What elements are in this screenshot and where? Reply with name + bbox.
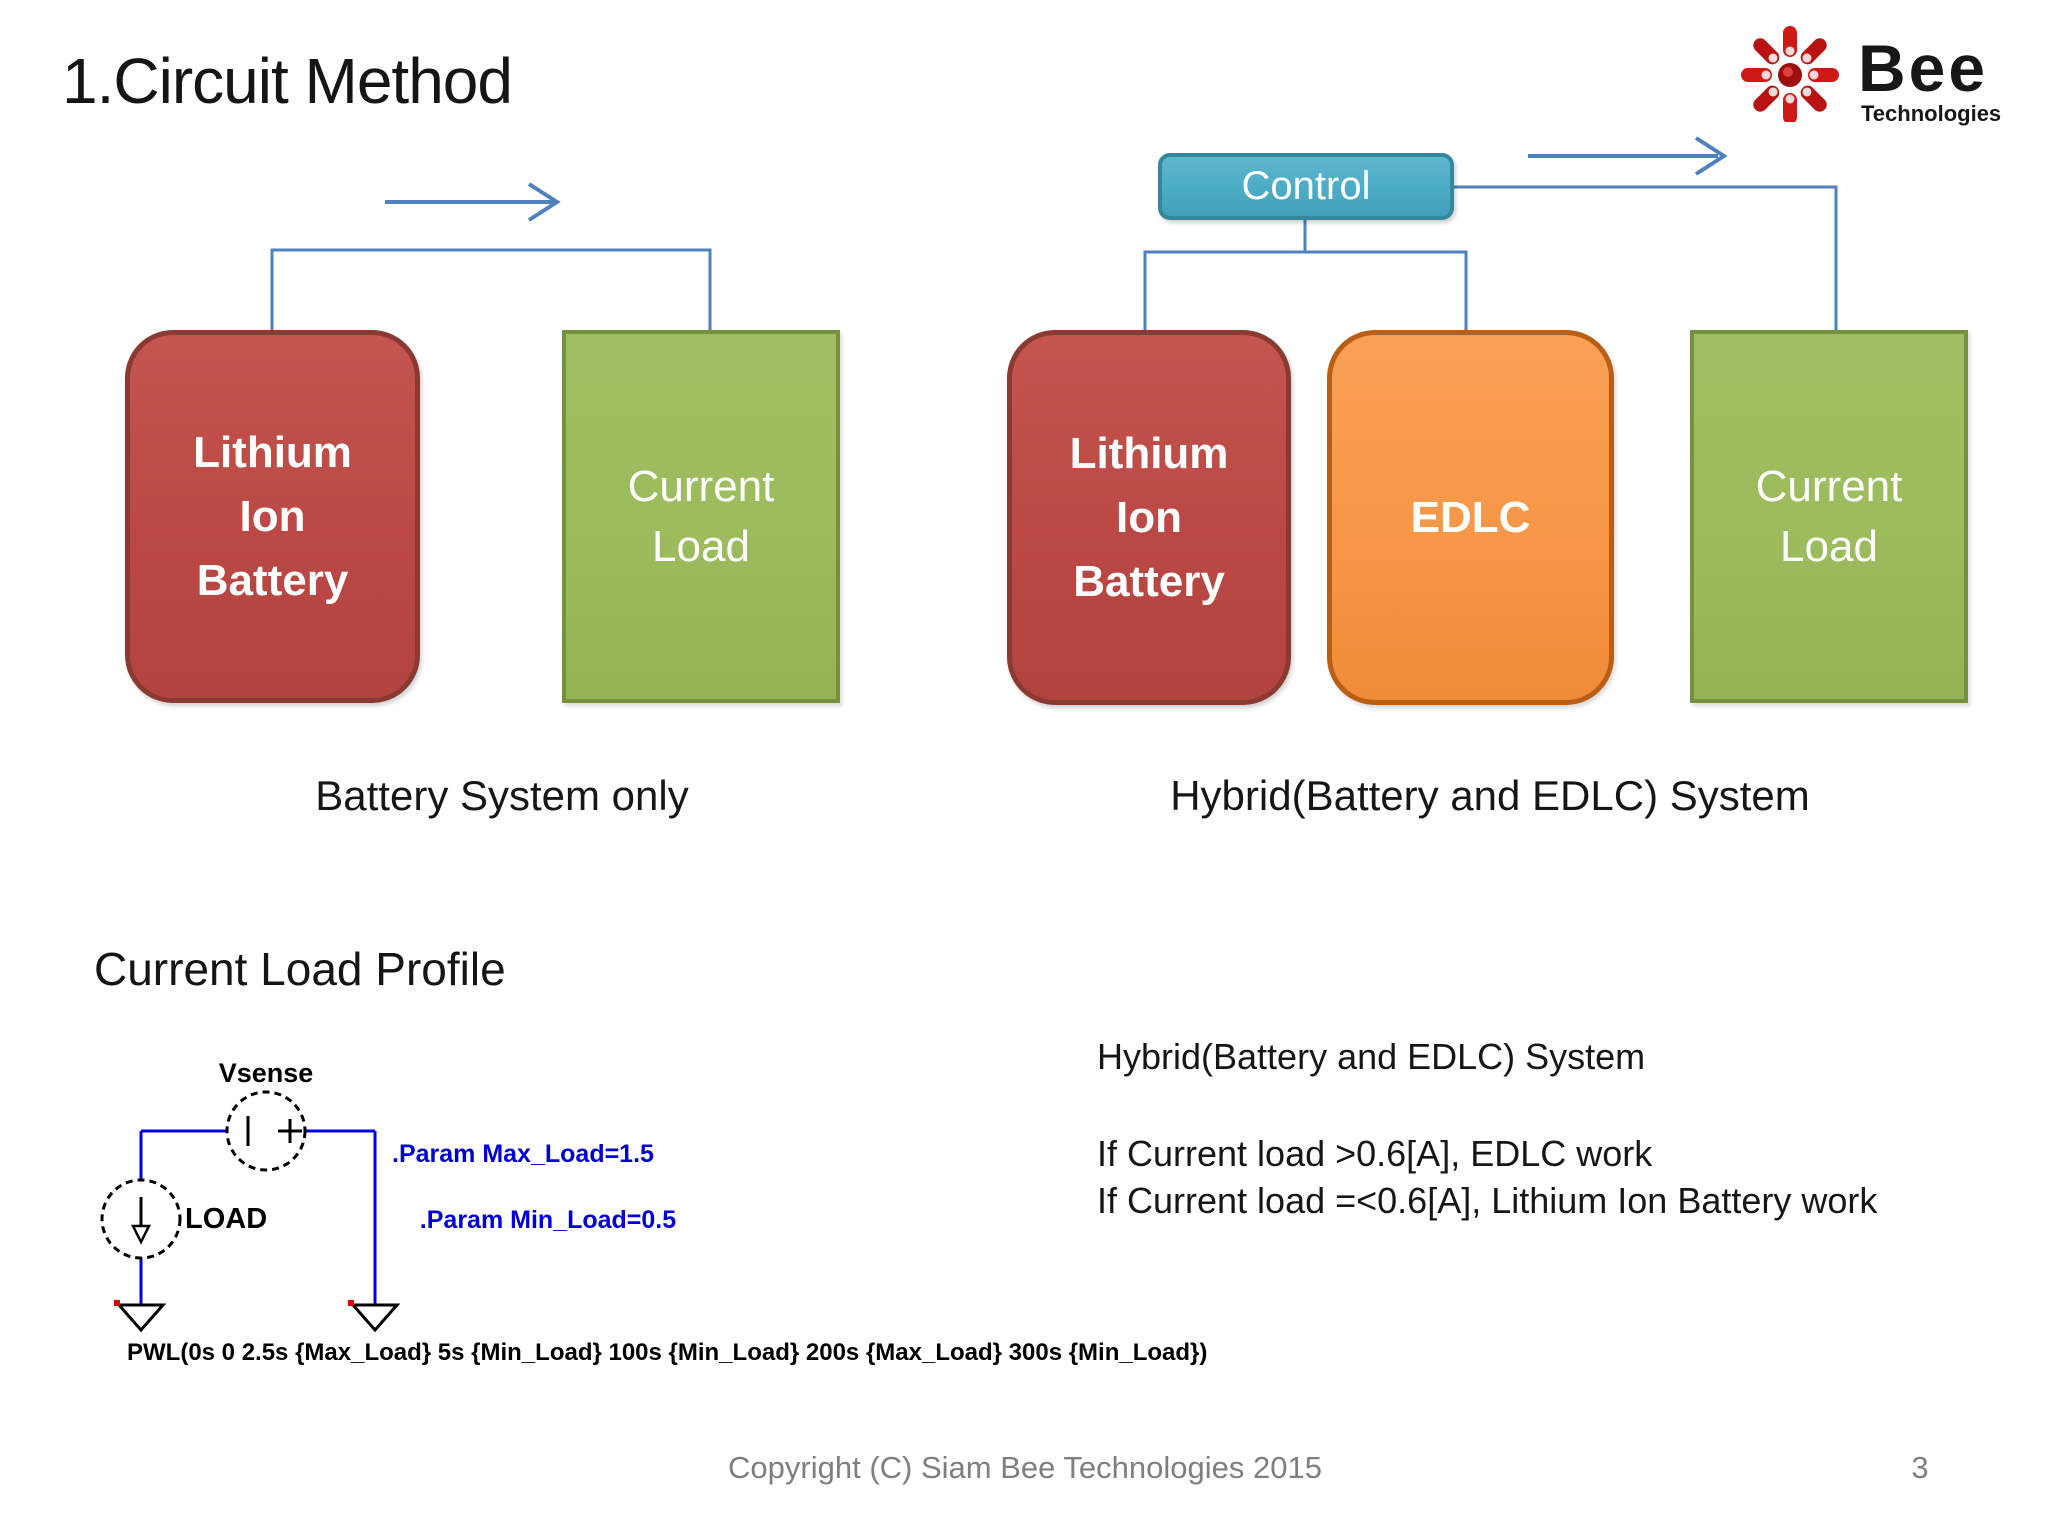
current-load-box-left: Current Load [562, 330, 840, 703]
hybrid-system-connector-line [1143, 250, 1468, 330]
battery-system-connector-line [270, 248, 712, 330]
pin-marker-left [114, 1300, 120, 1306]
notes-heading: Hybrid(Battery and EDLC) System [1097, 1036, 1646, 1077]
vsense-label: Vsense [218, 1058, 314, 1088]
page-title: 1.Circuit Method [62, 45, 513, 117]
pwl-statement: PWL(0s 0 2.5s {Max_Load} 5s {Min_Load} 1… [127, 1339, 1208, 1366]
hybrid-system-caption: Hybrid(Battery and EDLC) System [1170, 772, 1810, 819]
current-load-right-line2: Load [1780, 521, 1878, 571]
current-load-box-right: Current Load [1690, 330, 1968, 703]
param-max-load: .Param Max_Load=1.5 [392, 1140, 654, 1168]
battery-box-left-line3: Battery [196, 555, 349, 605]
load-label: LOAD [185, 1203, 268, 1235]
logo-brand-text: Bee [1858, 31, 1989, 105]
page-number: 3 [1911, 1450, 1929, 1485]
vsense-plus-terminal [278, 1119, 302, 1143]
bee-pinwheel-icon [1741, 26, 1839, 124]
logo-subtitle-text: Technologies [1861, 101, 2002, 126]
load-arrowhead [130, 1224, 152, 1245]
battery-box-right-line1: Lithium [1069, 428, 1229, 478]
hybrid-system-flow-arrowhead [1694, 136, 1728, 176]
current-load-left-line2: Load [652, 521, 750, 571]
edlc-box: EDLC [1327, 330, 1614, 705]
battery-box-right: Lithium Ion Battery [1007, 330, 1291, 705]
ground-symbol-left [115, 1303, 167, 1333]
current-load-left-line1: Current [627, 461, 775, 511]
control-box-label: Control [1241, 164, 1371, 208]
spice-param-directives: .Param Max_Load=1.5 .Param Min_Load=0.5 [392, 1138, 676, 1237]
battery-system-flow-arrowhead [527, 182, 561, 222]
ground-symbol-right [349, 1303, 401, 1333]
battery-box-right-line3: Battery [1073, 556, 1225, 606]
notes-rule-battery: If Current load =<0.6[A], Lithium Ion Ba… [1097, 1180, 1878, 1221]
battery-box-left-line2: Ion [239, 491, 306, 541]
notes-rule-edlc: If Current load >0.6[A], EDLC work [1097, 1133, 1653, 1174]
control-to-load-line [1453, 185, 1838, 330]
vsense-source-circle [225, 1090, 307, 1172]
bee-technologies-logo: Bee Technologies [1740, 22, 2040, 127]
edlc-box-label: EDLC [1410, 492, 1531, 542]
current-load-right-line1: Current [1755, 461, 1903, 511]
pin-marker-right [348, 1300, 354, 1306]
battery-system-caption: Battery System only [315, 772, 689, 819]
param-min-load: .Param Min_Load=0.5 [419, 1206, 677, 1234]
battery-box-left-line1: Lithium [193, 427, 352, 477]
control-box: Control [1158, 153, 1454, 220]
battery-box-left: Lithium Ion Battery [125, 330, 420, 703]
footer-copyright: Copyright (C) Siam Bee Technologies 2015 [728, 1450, 1322, 1485]
load-profile-heading: Current Load Profile [94, 943, 506, 995]
battery-box-right-line2: Ion [1116, 492, 1182, 542]
